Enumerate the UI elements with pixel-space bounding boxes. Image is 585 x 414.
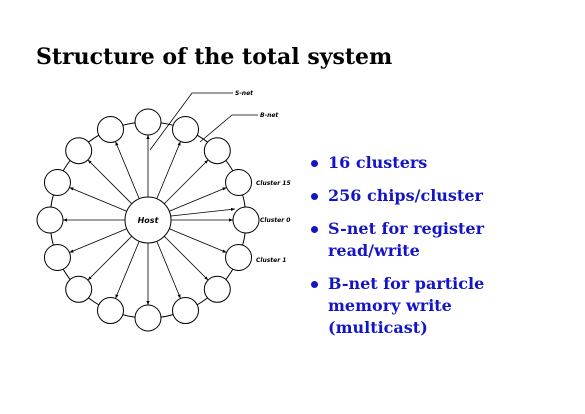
bnet-arrow <box>170 207 236 217</box>
spoke-arrow <box>156 141 181 199</box>
cluster-node <box>36 206 64 234</box>
cluster-node <box>65 137 93 165</box>
bullet-item: B-net for particle memory write (multicast… <box>308 273 500 339</box>
bullet-item: S-net for register read/write <box>308 218 500 262</box>
spoke-arrow <box>156 241 181 299</box>
snet-label: S-net <box>235 90 254 97</box>
cluster-node <box>134 304 162 332</box>
bullet-text: 16 clusters <box>328 153 428 172</box>
cluster-node <box>225 168 253 196</box>
bullet-dot-icon <box>311 193 318 200</box>
cluster-node <box>225 244 253 272</box>
bullet-dot-icon <box>311 160 318 167</box>
slide-title: Structure of the total system <box>36 44 393 70</box>
cluster-0-label: Cluster 0 <box>260 217 290 224</box>
spoke-arrow <box>115 141 140 199</box>
spoke-arrow <box>169 228 227 253</box>
spoke-arrow <box>69 187 127 212</box>
bullet-text: read/write <box>328 241 420 260</box>
spoke-arrow <box>163 235 209 281</box>
bullet-text: B-net for particle <box>328 274 485 293</box>
cluster-node <box>96 115 124 143</box>
cluster-node <box>43 168 71 196</box>
spoke-arrow <box>169 187 227 212</box>
bullet-item: 256 chips/cluster <box>308 185 500 207</box>
spoke-arrow <box>163 159 209 205</box>
bullet-text: (multicast) <box>328 318 428 337</box>
cluster-node <box>96 297 124 325</box>
cluster-nodes <box>36 108 260 332</box>
cluster-node <box>232 206 260 234</box>
bullet-text: 256 chips/cluster <box>328 186 483 205</box>
bnet-label: B-net <box>260 112 279 119</box>
host-node <box>124 196 172 244</box>
cluster-node <box>65 275 93 303</box>
bullet-dot-icon <box>311 226 318 233</box>
bullet-text: S-net for register <box>328 219 484 238</box>
host-label: Host <box>138 216 160 225</box>
spoke-arrow <box>87 235 133 281</box>
spoke-arrow <box>69 228 127 253</box>
bullet-dot-icon <box>311 281 318 288</box>
bnet-leader-line <box>199 114 258 143</box>
cluster-node <box>172 297 200 325</box>
cluster-node <box>172 115 200 143</box>
cluster-node <box>203 275 231 303</box>
snet-leader-line <box>149 92 233 151</box>
cluster-node <box>203 137 231 165</box>
spoke-arrow <box>115 241 140 299</box>
cluster-node <box>134 108 162 136</box>
cluster-node <box>43 244 71 272</box>
spokes <box>63 135 236 305</box>
bullet-text: memory write <box>328 296 452 315</box>
cluster-1-label: Cluster 1 <box>256 257 286 264</box>
spoke-arrow <box>87 159 133 205</box>
bullet-item: 16 clusters <box>308 152 500 174</box>
cluster-15-label: Cluster 15 <box>256 180 291 187</box>
